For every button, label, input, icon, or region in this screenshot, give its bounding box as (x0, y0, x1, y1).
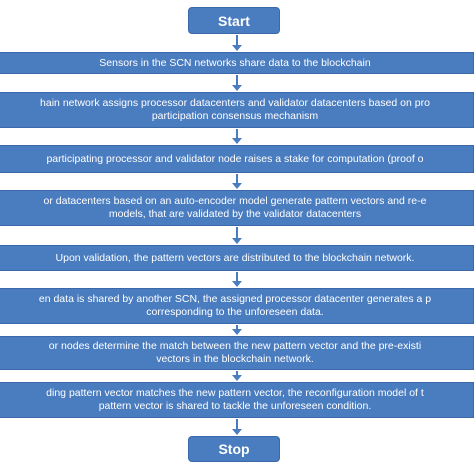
start-label: Start (218, 12, 250, 29)
step-6-box: en data is shared by another SCN, the as… (0, 288, 474, 324)
step-7-line-1: or nodes determine the match between the… (48, 340, 422, 352)
step-2-line-2: participation consensus mechanism (151, 110, 319, 122)
start-node: Start (188, 7, 280, 34)
step-3-box: participating processor and validator no… (0, 145, 474, 173)
stop-label: Stop (218, 441, 250, 457)
arrow-9 (232, 419, 242, 435)
step-2-line-1: hain network assigns processor datacente… (40, 97, 430, 109)
arrow-1 (232, 35, 242, 51)
step-6-line-1: en data is shared by another SCN, the as… (38, 293, 432, 305)
arrow-4 (232, 174, 242, 189)
step-7-box: or nodes determine the match between the… (0, 336, 474, 370)
step-4-line-1: or datacenters based on an auto-encoder … (43, 195, 427, 207)
arrow-5 (232, 227, 242, 244)
arrow-3 (232, 129, 242, 144)
arrow-6 (232, 272, 242, 287)
step-5-line-1: Upon validation, the pattern vectors are… (55, 251, 415, 264)
arrow-7 (232, 325, 242, 335)
step-8-box: ding pattern vector matches the new patt… (0, 382, 474, 418)
arrow-8 (232, 371, 242, 381)
arrow-2 (232, 75, 242, 91)
step-5-box: Upon validation, the pattern vectors are… (0, 245, 474, 271)
step-4-box: or datacenters based on an auto-encoder … (0, 190, 474, 226)
step-1-line-1: Sensors in the SCN networks share data t… (99, 56, 371, 69)
step-8-line-1: ding pattern vector matches the new patt… (46, 387, 424, 399)
step-8-line-2: pattern vector is shared to tackle the u… (98, 400, 372, 412)
step-6-line-2: corresponding to the unforeseen data. (146, 306, 324, 318)
step-2-box: hain network assigns processor datacente… (0, 92, 474, 128)
stop-node: Stop (188, 436, 280, 462)
step-4-line-2: models, that are validated by the valida… (108, 208, 362, 220)
step-3-line-1: participating processor and validator no… (46, 152, 424, 165)
step-7-line-2: vectors in the blockchain network. (156, 353, 314, 365)
step-1-box: Sensors in the SCN networks share data t… (0, 52, 474, 74)
